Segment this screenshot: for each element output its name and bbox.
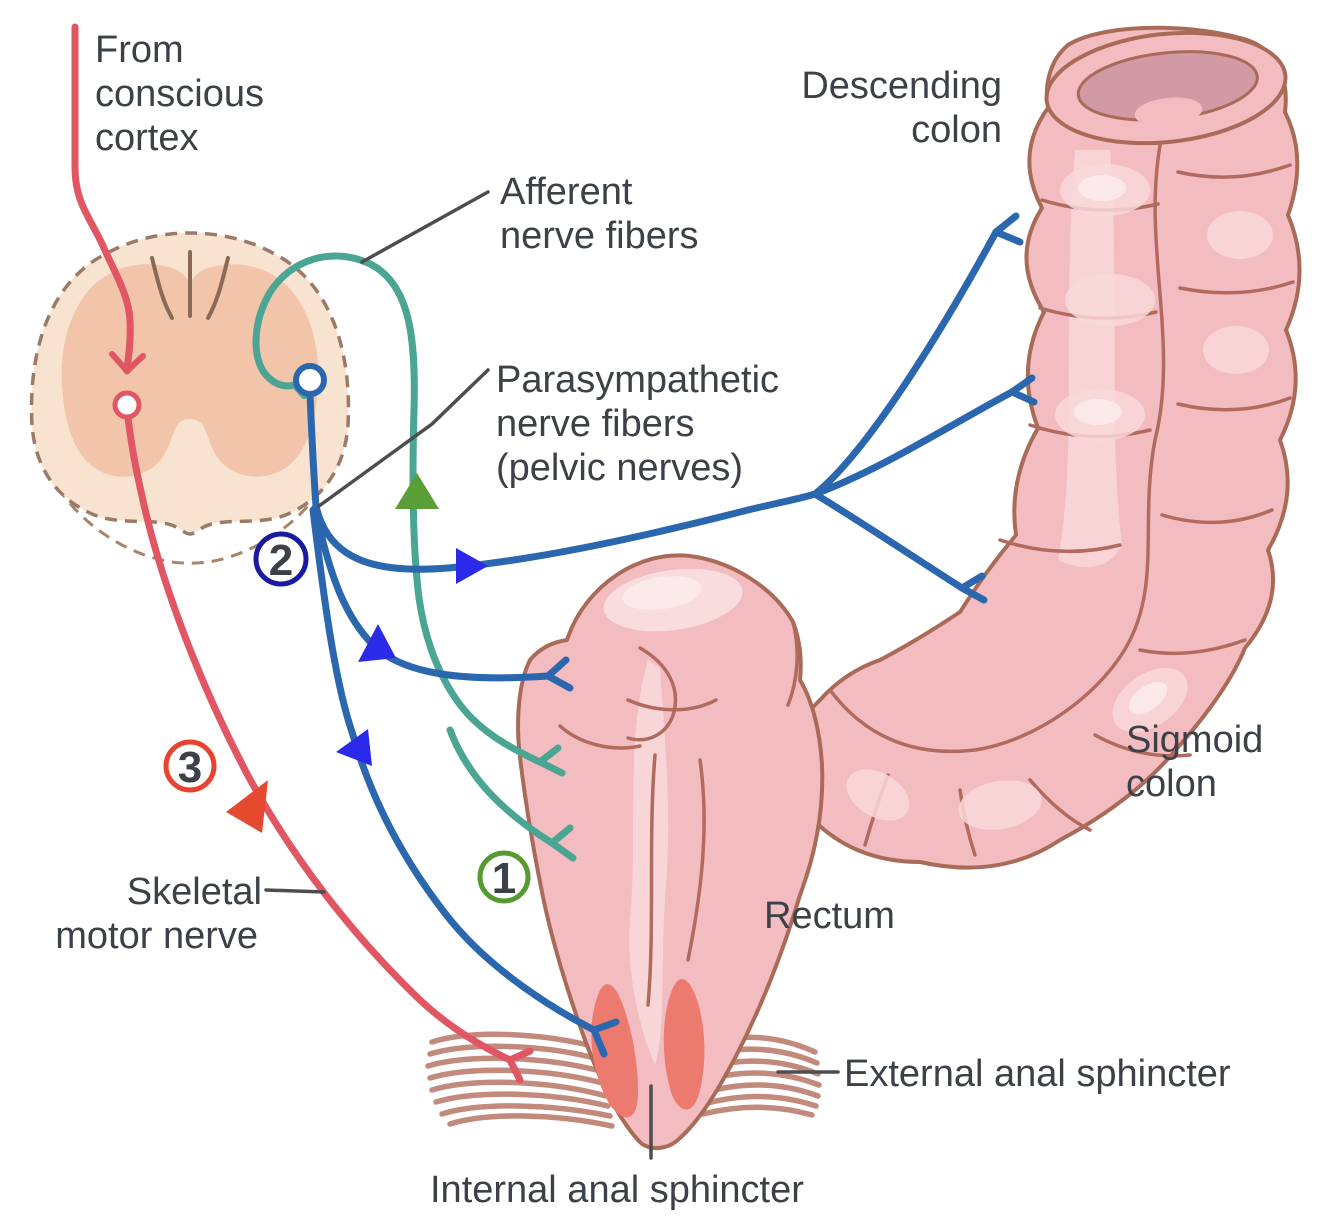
spinal-cord — [29, 231, 351, 565]
rectum-top-bright — [622, 576, 702, 610]
rectum-highlight-band — [629, 660, 669, 1065]
label-descending-colon-1: Descending — [801, 65, 1002, 107]
spinal-cord-bottom-lip — [46, 469, 334, 565]
svg-text:2: 2 — [269, 536, 293, 585]
colon-mouth — [1044, 30, 1288, 146]
pelvic-nerve-sphincter-branch — [309, 506, 598, 1034]
labels: From conscious cortex Afferent nerve fib… — [55, 29, 1263, 1211]
motor-synapse — [112, 390, 142, 420]
descending-and-sigmoid-colon — [784, 25, 1302, 870]
label-from-conscious-cortex-2: conscious — [95, 73, 264, 115]
spinal-cord-fissures — [150, 250, 230, 320]
parasympathetic-flow-arrow-right-icon — [456, 548, 488, 584]
pelvic-nerve-branch-middle — [811, 388, 1016, 498]
label-parasympathetic-2: nerve fibers — [496, 403, 695, 445]
afferent-nerve-branch — [446, 726, 556, 847]
pelvic-nerve-ending-sigmoid — [958, 572, 988, 604]
label-parasympathetic-1: Parasympathetic — [496, 359, 779, 401]
label-descending-colon-2: colon — [911, 109, 1002, 151]
label-external-anal-sphincter: External anal sphincter — [844, 1053, 1231, 1095]
pelvic-nerve-ending-sphincter — [590, 1018, 620, 1058]
internal-sphincter-right — [663, 978, 705, 1110]
skeletal-leader-line — [264, 888, 326, 894]
afferent-nerve-main — [252, 252, 544, 766]
pelvic-nerve-colon-trunk — [312, 490, 819, 573]
colon-bright-highlights — [1074, 175, 1168, 714]
pelvic-nerve-ending-colon-upper — [992, 212, 1024, 246]
pelvic-nerve-ending-colon-middle — [1008, 374, 1038, 406]
label-afferent-2: nerve fibers — [500, 215, 699, 257]
parasympathetic-flow-arrow-lower-icon — [336, 729, 372, 766]
pelvic-nerve-branch-lower — [811, 490, 966, 592]
motor-nerve-ending — [506, 1047, 534, 1084]
colon-middle-crease — [828, 134, 1166, 754]
parasympathetic-flow-arrow-middle-icon — [358, 624, 396, 662]
leader-lines — [264, 190, 840, 1160]
svg-text:3: 3 — [178, 743, 202, 792]
rectum-body — [516, 553, 825, 1150]
corticospinal-fiber — [71, 23, 134, 375]
label-sigmoid-colon-1: Sigmoid — [1126, 719, 1263, 761]
motor-flow-arrow-icon — [226, 780, 268, 833]
svg-text:1: 1 — [492, 854, 516, 903]
label-skeletal-1: Skeletal — [127, 871, 262, 913]
step-marker-3: 3 — [163, 739, 217, 793]
corticospinal-terminal-fork — [109, 351, 146, 374]
colon-mouth-pinch — [1134, 97, 1203, 127]
parasympathetic-synapse — [293, 363, 327, 397]
label-parasympathetic-3: (pelvic nerves) — [496, 447, 743, 489]
colon-highlight-band — [1058, 150, 1122, 568]
colon-body — [784, 25, 1302, 870]
rectum-creases — [558, 620, 799, 1007]
pelvic-nerve-branch-upper — [811, 228, 1000, 498]
pelvic-nerve-ending-rectum — [544, 656, 574, 692]
label-afferent-1: Afferent — [500, 171, 633, 213]
label-from-conscious-cortex-3: cortex — [95, 117, 198, 159]
afferent-nerve-ending-upper — [536, 744, 566, 777]
motor-fiber-to-sphincter — [124, 414, 514, 1064]
label-from-conscious-cortex-1: From — [95, 29, 184, 71]
internal-sphincter-left — [591, 984, 638, 1118]
skeletal-motor-nerve — [71, 23, 534, 1084]
afferent-leader-line — [360, 190, 490, 264]
step-marker-1: 1 — [477, 850, 531, 904]
pelvic-nerve-root — [306, 390, 320, 510]
rectum — [516, 553, 825, 1150]
afferent-nerve-ending-lower — [548, 824, 577, 862]
label-sigmoid-colon-2: colon — [1126, 763, 1217, 805]
label-skeletal-2: motor nerve — [55, 915, 258, 957]
label-internal-anal-sphincter: Internal anal sphincter — [430, 1169, 804, 1211]
label-rectum: Rectum — [764, 895, 895, 937]
step-markers: 2 3 1 — [163, 531, 531, 904]
parasympathetic-leader-line — [317, 368, 490, 508]
afferent-flow-arrow-icon — [395, 473, 439, 509]
internal-anal-sphincter — [591, 978, 705, 1118]
step-marker-2: 2 — [253, 531, 309, 587]
